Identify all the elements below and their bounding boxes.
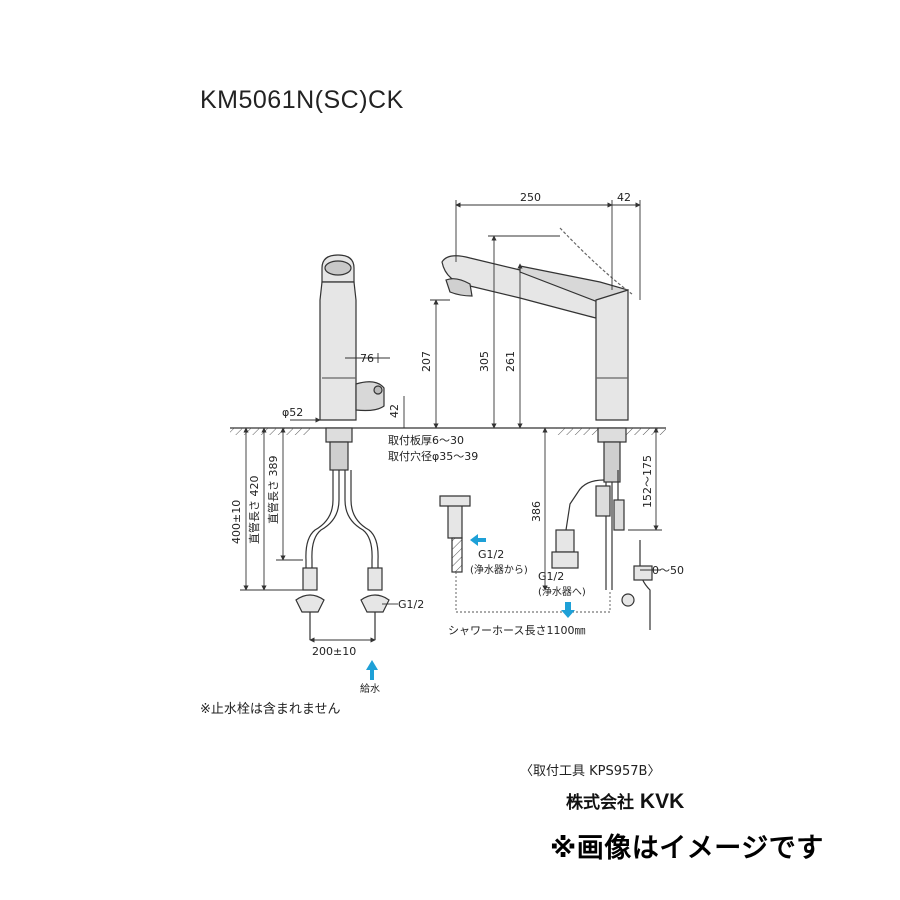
dim-305: 305 [478, 351, 491, 372]
dim-phi52: φ52 [282, 406, 303, 419]
supply-hoses [305, 470, 379, 590]
stop-valve-note: ※止水栓は含まれません [200, 702, 341, 717]
plate-thickness: 取付板厚6～30 [388, 433, 464, 447]
shower-hose-path [455, 572, 611, 613]
label-g12-to: G1/2 [538, 570, 564, 583]
arrow-water-supply [366, 660, 378, 680]
front-view-faucet [319, 254, 385, 471]
dim-207: 207 [420, 351, 433, 372]
company-prefix: 株式会社 [566, 793, 634, 813]
label-shower-hose: シャワーホース長さ1100㎜ [448, 624, 585, 637]
left-dimensions [240, 353, 405, 643]
side-view-faucet [441, 227, 633, 483]
flow-arrows [366, 534, 575, 680]
purifier-connectors [439, 495, 579, 573]
company-brand: KVK [639, 790, 685, 813]
dim-76: 76 [360, 352, 374, 365]
dim-pipe-420: 直管長さ 420 [247, 476, 261, 545]
label-g12-from: G1/2 [478, 548, 504, 561]
dim-0-50: 0～50 [652, 564, 684, 577]
dim-250: 250 [520, 191, 541, 204]
side-hoses [565, 470, 653, 630]
dim-261: 261 [504, 351, 517, 372]
arrow-to-purifier [561, 602, 575, 618]
arrow-from-purifier [470, 534, 486, 546]
dim-386: 386 [530, 501, 543, 522]
dim-pipe-389: 直管長さ 389 [266, 456, 280, 525]
dim-200: 200±10 [312, 645, 356, 658]
dim-42-base: 42 [388, 404, 401, 418]
dim-400: 400±10 [230, 500, 243, 544]
hole-diameter: 取付穴径φ35～39 [388, 449, 478, 463]
dim-42-top: 42 [617, 191, 631, 204]
dim-152-175: 152～175 [641, 455, 654, 508]
stop-valves [295, 567, 390, 640]
right-dimensions [430, 200, 662, 591]
image-disclaimer: ※画像はイメージです [550, 833, 824, 864]
label-g12-supply: G1/2 [398, 598, 424, 611]
label-to-purifier: (浄水器へ) [538, 585, 586, 598]
installation-tool: 〈取付工具 KPS957B〉 [520, 764, 661, 779]
label-water-supply: 給水 [360, 682, 380, 695]
label-from-purifier: (浄水器から) [470, 563, 528, 576]
model-number: KM5061N(SC)CK [200, 86, 404, 114]
company-name: 株式会社 KVK [566, 788, 684, 814]
